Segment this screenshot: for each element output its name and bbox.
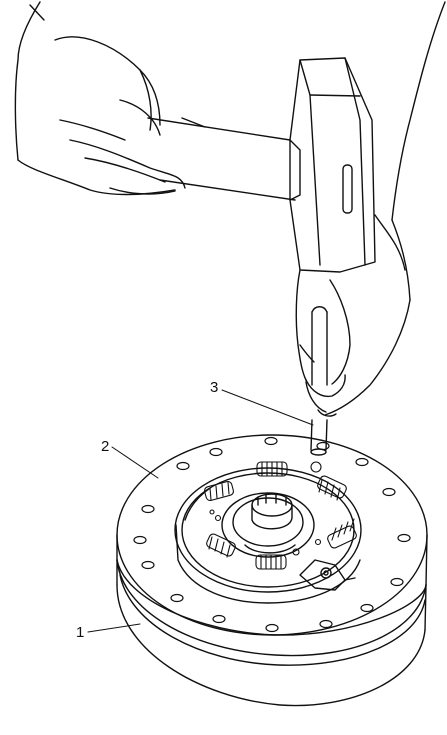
clutch-cover-ring [117, 435, 427, 635]
left-hand [15, 2, 185, 195]
callout-label-3: 3 [210, 379, 219, 396]
flywheel [117, 560, 426, 706]
clutch-disc [175, 462, 361, 603]
retaining-clip [300, 560, 355, 590]
rivets [210, 462, 321, 555]
right-hand [296, 2, 445, 416]
callout-label-2: 2 [101, 438, 110, 455]
damper-springs [204, 462, 358, 569]
leader-lines [88, 390, 313, 632]
hammer [148, 58, 375, 272]
bolt-holes [134, 438, 410, 632]
punch [311, 307, 327, 455]
callout-label-1: 1 [76, 624, 85, 641]
